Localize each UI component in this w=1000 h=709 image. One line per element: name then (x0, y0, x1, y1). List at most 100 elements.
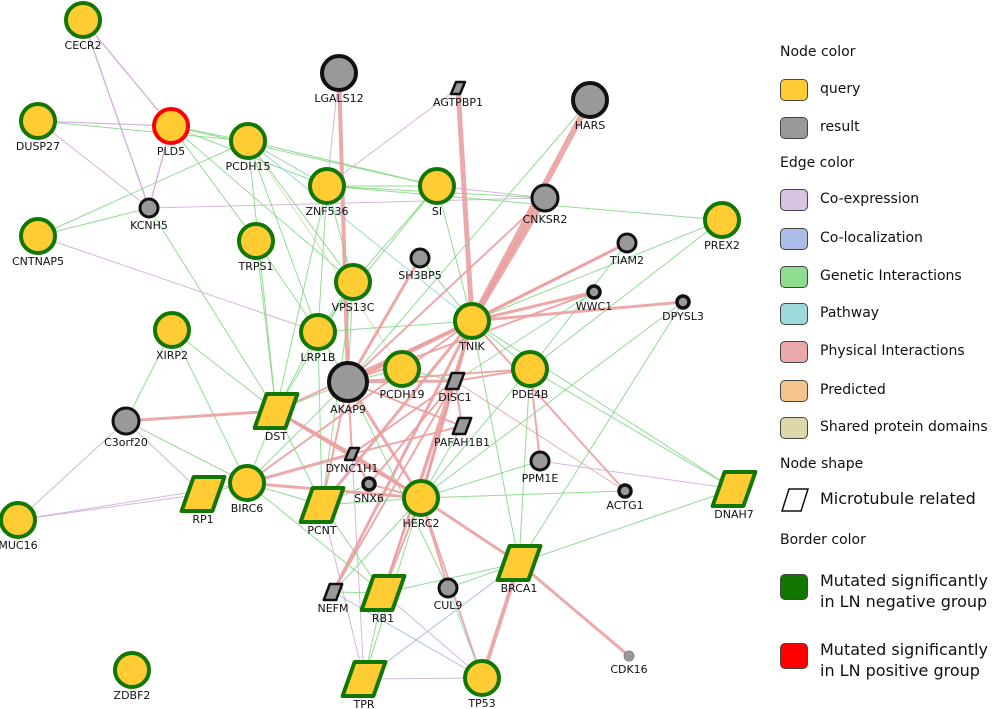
node-shape-rp1 (179, 475, 227, 513)
node-label-zdbf2: ZDBF2 (114, 689, 151, 702)
node-xirp2[interactable]: XIRP2 (153, 311, 191, 362)
node-dpysl3[interactable]: DPYSL3 (662, 294, 704, 323)
edge-pld5-si (170, 125, 438, 187)
node-nefm[interactable]: NEFM (318, 582, 349, 615)
node-prex2[interactable]: PREX2 (703, 201, 741, 252)
node-dusp27[interactable]: DUSP27 (16, 102, 60, 153)
legend-swatch-predicted (780, 380, 808, 402)
node-si[interactable]: SI (418, 167, 456, 218)
node-shape-lrp1b (299, 313, 337, 351)
legend-border-color-heading: Border color (780, 532, 866, 548)
node-rb1[interactable]: RB1 (359, 574, 407, 625)
node-birc6[interactable]: BIRC6 (228, 464, 266, 515)
edge-si-tnik (436, 185, 473, 322)
edge-sh3bp5-akap9 (346, 256, 422, 384)
node-rp1[interactable]: RP1 (179, 475, 227, 526)
node-actg1[interactable]: ACTG1 (606, 483, 644, 512)
edge-pcdh15-lrp1b (247, 140, 319, 333)
node-sh3bp5[interactable]: SH3BP5 (398, 247, 442, 282)
node-tnik[interactable]: TNIK (453, 302, 491, 353)
node-disc1[interactable]: DISC1 (438, 371, 472, 404)
node-cul9[interactable]: CUL9 (434, 577, 463, 612)
node-agtpbp1[interactable]: AGTPBP1 (433, 80, 483, 109)
node-dync1h1[interactable]: DYNC1H1 (326, 446, 379, 475)
edge-znf536-lrp1b (317, 185, 328, 333)
node-vps13c[interactable]: VPS13C (332, 263, 375, 314)
node-label-sh3bp5: SH3BP5 (398, 269, 441, 282)
edge-tnik-nefm (331, 319, 474, 594)
node-zdbf2[interactable]: ZDBF2 (113, 651, 151, 702)
edge-dync1h1-tpr (351, 453, 365, 680)
legend-label-ln-negative-line2: in LN negative group (820, 592, 988, 611)
node-shape-dst (252, 392, 300, 430)
node-pcdh15[interactable]: PCDH15 (225, 122, 271, 173)
node-pld5[interactable]: PLD5 (152, 107, 190, 158)
edge-disc1-actg1 (454, 380, 626, 492)
node-herc2[interactable]: HERC2 (402, 479, 440, 530)
node-shape-tp53 (463, 659, 501, 697)
node-snx6[interactable]: SNX6 (354, 476, 384, 505)
edge-tnik-dst (275, 320, 473, 412)
edge-birc6-rb1 (246, 482, 384, 594)
legend-node-shape-heading: Node shape (780, 456, 864, 472)
node-label-hars: HARS (575, 119, 605, 132)
node-wwc1[interactable]: WWC1 (576, 284, 612, 313)
legend-node-color-heading: Node color (780, 44, 856, 60)
node-znf536[interactable]: ZNF536 (305, 167, 349, 218)
node-cntnap5[interactable]: CNTNAP5 (12, 217, 64, 268)
edge-rp1-muc16 (17, 493, 204, 521)
node-label-c3orf20: C3orf20 (104, 436, 148, 449)
node-lgals12[interactable]: LGALS12 (314, 54, 364, 105)
node-tpr[interactable]: TPR (340, 660, 388, 709)
node-kcnh5[interactable]: KCNH5 (130, 197, 168, 232)
node-pafah1b1[interactable]: PAFAH1B1 (434, 416, 490, 449)
edge-tiam2-pde4b (529, 242, 628, 370)
node-label-rp1: RP1 (192, 513, 213, 526)
node-shape-tiam2 (616, 232, 638, 254)
node-trps1[interactable]: TRPS1 (237, 222, 275, 273)
edge-kcnh5-cntnap5 (37, 207, 150, 237)
legend-swatch-colocalization (780, 228, 808, 250)
legend-label-pathway: Pathway (820, 305, 880, 321)
node-dnah7[interactable]: DNAH7 (710, 470, 758, 521)
node-shape-tpr (340, 660, 388, 698)
node-ppm1e[interactable]: PPM1E (522, 450, 559, 485)
node-lrp1b[interactable]: LRP1B (299, 313, 337, 364)
node-hars[interactable]: HARS (571, 81, 609, 132)
edge-hars-akap9 (347, 99, 591, 383)
legend-swatch-genetic (780, 266, 808, 288)
node-brca1[interactable]: BRCA1 (495, 544, 543, 595)
node-label-snx6: SNX6 (354, 492, 384, 505)
edge-cecr2-kcnh5 (82, 19, 150, 209)
node-dst[interactable]: DST (252, 392, 300, 443)
node-tp53[interactable]: TP53 (463, 659, 501, 709)
edge-agtpbp1-tnik (455, 85, 475, 324)
node-muc16[interactable]: MUC16 (0, 501, 38, 552)
edge-tnik-brca1 (471, 320, 520, 564)
node-label-dpysl3: DPYSL3 (662, 310, 704, 323)
node-akap9[interactable]: AKAP9 (327, 361, 369, 416)
node-pcdh19[interactable]: PCDH19 (379, 350, 425, 401)
node-shape-dpysl3 (675, 294, 691, 310)
edge-znf536-dst (275, 185, 328, 412)
node-pcnt[interactable]: PCNT (298, 486, 346, 537)
node-label-pcdh19: PCDH19 (379, 388, 424, 401)
legend-label-coexpression: Co-expression (820, 191, 920, 207)
node-c3orf20[interactable]: C3orf20 (104, 406, 148, 449)
edge-pde4b-dnah7 (529, 368, 735, 490)
node-shape-pcnt (298, 486, 346, 524)
edge-herc2-nefm (332, 497, 422, 593)
node-cdk16[interactable]: CDK16 (610, 650, 648, 676)
node-label-tp53: TP53 (467, 697, 495, 709)
node-shape-c3orf20 (111, 406, 141, 436)
node-label-cntnap5: CNTNAP5 (12, 255, 64, 268)
legend-swatch-ln-positive (780, 643, 808, 669)
node-tiam2[interactable]: TIAM2 (609, 232, 644, 267)
node-shape-cul9 (437, 577, 459, 599)
edge-dpysl3-brca1 (518, 301, 684, 564)
node-label-si: SI (432, 205, 442, 218)
node-pde4b[interactable]: PDE4B (511, 350, 549, 401)
edge-disc1-dync1h1 (351, 380, 456, 455)
node-cecr2[interactable]: CECR2 (64, 1, 102, 52)
node-cnksr2[interactable]: CNKSR2 (523, 183, 568, 226)
